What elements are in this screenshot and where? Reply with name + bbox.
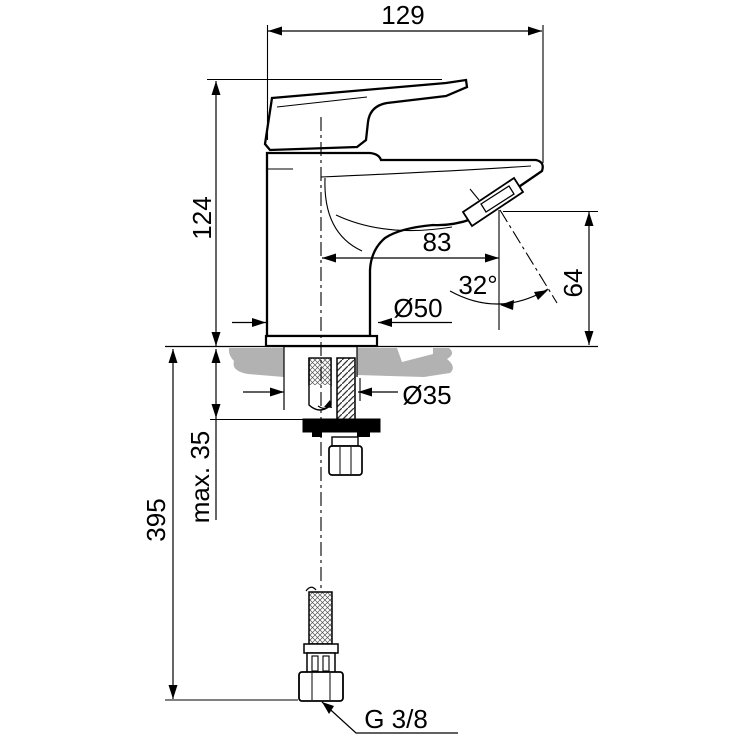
dim-thread-callout: G 3/8: [321, 701, 458, 734]
installation-parts: [210, 347, 381, 702]
dim-label-hole-diameter: Ø35: [402, 380, 451, 410]
plate-tab-left: [312, 432, 322, 437]
dim-hole-diameter: Ø35: [243, 380, 452, 410]
flexible-hose-upper: [308, 357, 332, 411]
body-contour-lines: [267, 165, 532, 252]
dim-outlet-angle: 32°: [449, 270, 549, 310]
rod-washer: [331, 436, 359, 447]
outlet-flow-axis: [499, 209, 558, 304]
hose-end-tip: [324, 400, 332, 408]
countertop-left-part: [228, 348, 284, 377]
g38-union-nut: [298, 671, 344, 702]
hose-crimp-sleeve: [306, 652, 336, 674]
dim-max-deck-thickness: max. 35: [185, 349, 221, 523]
mounting-plate: [302, 418, 381, 433]
threaded-rod: [336, 357, 356, 421]
dim-label-thread-size: G 3/8: [364, 704, 428, 734]
flexible-hose-lower: [298, 586, 344, 702]
dim-overall-height: 124: [187, 78, 442, 346]
dim-label-overall-height: 124: [187, 196, 217, 239]
dim-spout-reach: 83: [322, 210, 500, 330]
dim-hose-length: 395: [141, 349, 298, 701]
dim-label-outlet-angle: 32°: [458, 270, 497, 300]
faucet-body: [265, 151, 544, 338]
dim-label-hose-length: 395: [141, 498, 171, 541]
centerlines: [320, 117, 558, 592]
aerator: [461, 176, 525, 228]
lever-handle: [263, 78, 469, 152]
dim-outlet-height: 64: [503, 210, 598, 345]
dim-label-outlet-height: 64: [558, 269, 588, 298]
dimension-annotations: 129 124 83 32°: [141, 0, 598, 734]
mounting-nut: [328, 445, 363, 476]
hose-collar: [303, 643, 339, 654]
dim-label-spout-reach: 83: [423, 227, 452, 257]
dim-label-overall-depth: 129: [381, 0, 424, 30]
dim-base-diameter: Ø50: [232, 293, 452, 327]
hose-break-curl: [305, 586, 317, 592]
faucet: [263, 78, 544, 348]
plate-tab-right: [357, 432, 370, 437]
countertop-section: [228, 348, 453, 377]
dim-label-max-deck-thickness: max. 35: [185, 431, 215, 524]
dim-overall-depth: 129: [266, 0, 544, 163]
handle-edge-line: [276, 96, 368, 108]
countertop-right-part: [357, 348, 453, 377]
countertop-break-notch: [397, 348, 433, 362]
dim-label-base-diameter: Ø50: [393, 293, 442, 323]
